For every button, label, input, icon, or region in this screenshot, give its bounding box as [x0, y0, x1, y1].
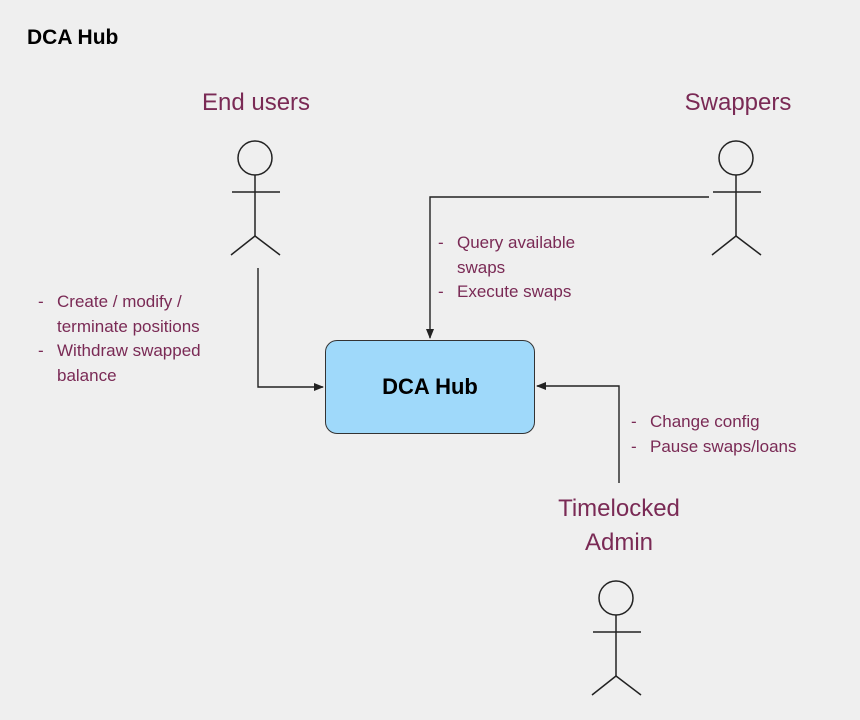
- swappers-notes: Query available swaps Execute swaps: [436, 231, 616, 305]
- timelocked-admin-label: Timelocked Admin: [529, 492, 709, 560]
- swappers-arrow: [426, 196, 709, 339]
- admin-stick-figure-icon: [591, 580, 642, 696]
- admin-note-item: Pause swaps/loans: [629, 435, 844, 460]
- admin-label-line-2: Admin: [584, 529, 654, 556]
- dca-hub-node: DCA Hub: [325, 340, 535, 434]
- swappers-stick-figure-icon: [711, 140, 762, 256]
- admin-arrow: [536, 382, 620, 483]
- dca-hub-label: DCA Hub: [382, 374, 478, 399]
- swappers-note-item: Query available swaps: [436, 231, 616, 280]
- page-title: DCA Hub: [27, 26, 119, 49]
- end-users-label: End users: [201, 89, 311, 116]
- end-users-arrow: [257, 268, 324, 391]
- admin-label-line-1: Timelocked: [558, 495, 680, 522]
- end-users-stick-figure-icon: [230, 140, 281, 256]
- admin-note-item: Change config: [629, 410, 844, 435]
- end-users-note-item: Withdraw swapped balance: [36, 339, 246, 388]
- end-users-notes: Create / modify / terminate positions Wi…: [36, 290, 246, 388]
- swappers-note-item: Execute swaps: [436, 280, 616, 305]
- end-users-note-item: Create / modify / terminate positions: [36, 290, 246, 339]
- admin-notes: Change config Pause swaps/loans: [629, 410, 844, 459]
- swappers-label: Swappers: [684, 89, 792, 116]
